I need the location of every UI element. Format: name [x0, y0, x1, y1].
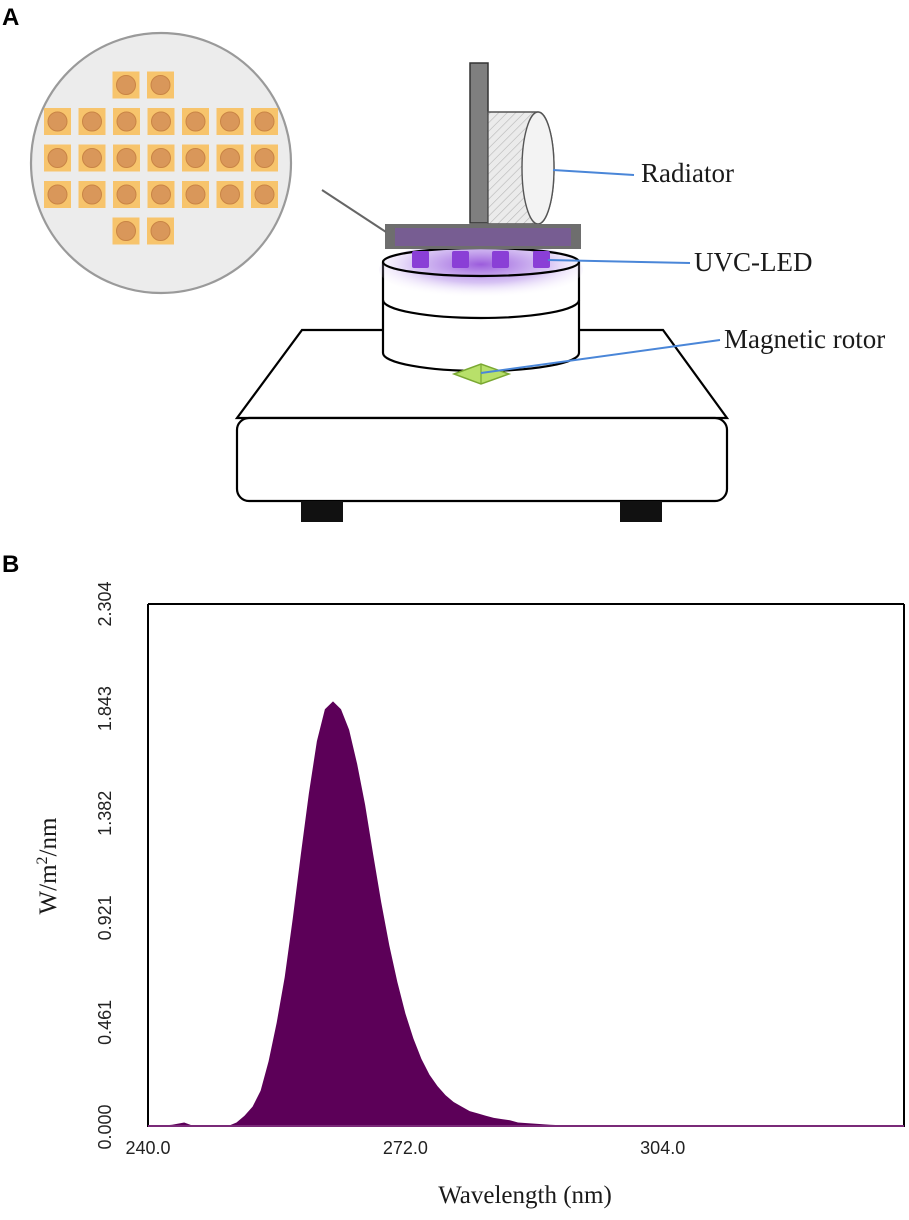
x-tick-label: 240.0	[125, 1138, 170, 1158]
uvc-led-chip	[492, 251, 509, 268]
uvc-led-chip	[533, 251, 550, 268]
led-chip-icon	[113, 108, 140, 135]
led-chip-icon	[182, 144, 209, 172]
led-array-grid	[44, 71, 278, 245]
y-tick-label: 1.843	[95, 686, 115, 731]
panel-a-label: A	[2, 4, 19, 31]
x-axis-ticks: 240.0 272.0 304.0	[125, 1138, 685, 1158]
spectrum-chart: 0.000 0.461 0.921 1.382 1.843 2.304 240.0 272.…	[34, 581, 905, 1209]
x-axis-title: Wavelength (nm)	[438, 1182, 612, 1209]
led-chip-icon	[147, 217, 174, 245]
y-axis-ticks: 0.000 0.461 0.921 1.382 1.843 2.304	[95, 581, 115, 1149]
led-chip-icon	[44, 181, 71, 208]
radiator-icon	[469, 62, 555, 225]
magnetic-rotor-icon	[451, 363, 512, 385]
y-tick-label: 0.461	[95, 1000, 115, 1045]
led-chip-icon	[113, 181, 140, 208]
led-chip-icon	[113, 144, 140, 172]
radiator-label: Radiator	[641, 158, 734, 188]
emission-spectrum-area	[148, 701, 904, 1127]
uvc-led-chip	[452, 251, 469, 268]
radiator-end-cap	[521, 111, 555, 225]
uvc-led-module	[385, 224, 581, 268]
led-chip-icon	[147, 71, 174, 99]
led-chip-icon	[216, 108, 244, 135]
beaker-liquid-line	[381, 299, 581, 320]
led-chip-icon	[251, 108, 278, 135]
stirrer-foot-right	[620, 501, 662, 522]
y-tick-label: 1.382	[95, 791, 115, 836]
panel-b-label: B	[2, 551, 19, 578]
led-chip-icon	[112, 71, 140, 99]
x-tick-label: 304.0	[640, 1138, 685, 1158]
led-chip-icon	[216, 144, 244, 172]
led-chip-icon	[78, 181, 106, 208]
uvc-led-label: UVC-LED	[694, 247, 812, 277]
uvc-led-leader	[547, 259, 691, 264]
led-chip-icon	[78, 108, 106, 135]
led-chip-icon	[78, 144, 106, 172]
led-board	[385, 224, 581, 249]
y-tick-label: 0.921	[95, 895, 115, 940]
radiator-leader	[552, 169, 635, 176]
stirrer-body	[235, 416, 729, 503]
radiator-bracket	[469, 62, 489, 224]
y-tick-label: 2.304	[95, 581, 115, 626]
led-chip-icon	[251, 181, 278, 208]
uvc-led-chip	[412, 251, 429, 268]
led-chip-icon	[251, 144, 278, 172]
inset-connector-line	[321, 189, 387, 233]
y-axis-title: W/m2/nm	[34, 817, 62, 914]
led-chip-icon	[147, 181, 175, 208]
led-chip-icon	[182, 181, 209, 208]
led-chip-icon	[216, 181, 244, 208]
x-tick-label: 272.0	[383, 1138, 428, 1158]
magnetic-rotor-leader	[480, 339, 721, 374]
led-array-inset	[29, 31, 387, 295]
stirrer-foot-left	[301, 501, 343, 522]
led-chip-icon	[147, 108, 175, 135]
led-chip-icon	[44, 144, 71, 172]
y-axis-title-tail: /nm	[35, 817, 62, 856]
beaker	[379, 242, 583, 373]
uv-glow	[379, 242, 583, 298]
y-axis-title-main: W/m	[35, 864, 62, 915]
led-chip-icon	[44, 108, 71, 135]
magnetic-rotor-label: Magnetic rotor	[724, 324, 885, 354]
y-tick-label: 0.000	[95, 1104, 115, 1149]
led-chip-icon	[182, 108, 209, 135]
led-board-glow	[395, 228, 571, 246]
y-axis-title-superscript: 2	[34, 856, 51, 864]
led-chip-icon	[147, 144, 175, 172]
led-chip-icon	[112, 217, 140, 245]
